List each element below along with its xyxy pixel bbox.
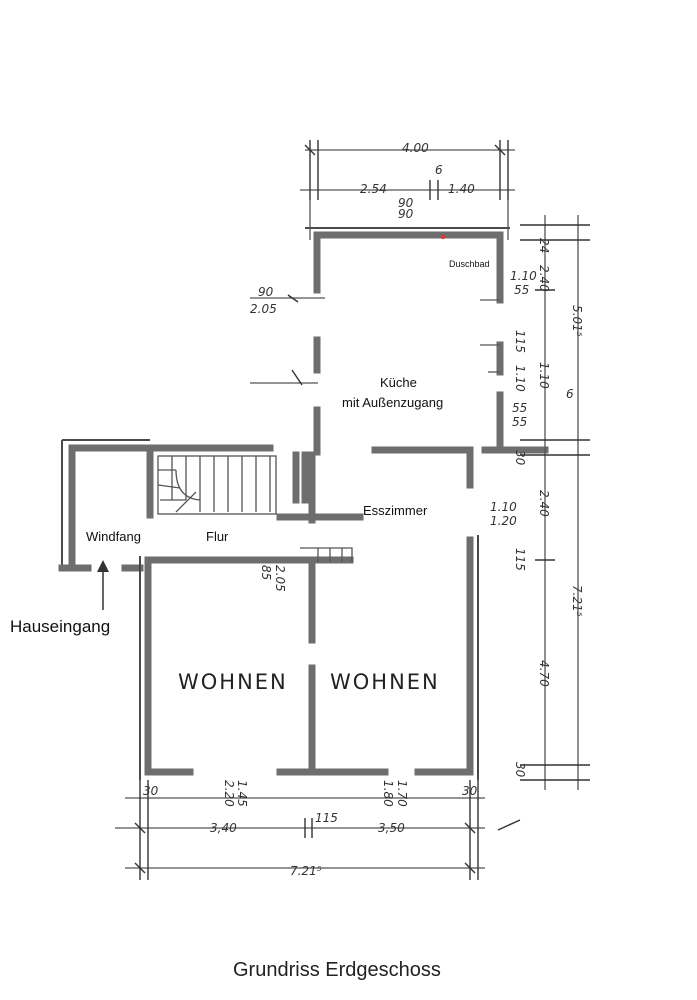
dim-label-30-b: 30 bbox=[513, 762, 527, 778]
door-ticks bbox=[287, 294, 303, 386]
dim-label-top-small-a: 90 bbox=[398, 196, 414, 210]
dim-label-470: 4.70 bbox=[537, 660, 551, 687]
dim-label-top-mid: 6 bbox=[435, 163, 443, 177]
dim-label-110-a: 1.10 bbox=[510, 269, 537, 283]
dim-label-30: 30 bbox=[513, 450, 527, 466]
dim-label-501: 5.01⁵ bbox=[570, 305, 584, 337]
entrance-label: Hauseingang bbox=[10, 617, 110, 636]
dim-label-55-c: 55 bbox=[512, 415, 527, 429]
dim-label-left-90: 90 bbox=[258, 285, 274, 299]
windfang-wall bbox=[68, 444, 274, 569]
stair-wall bbox=[292, 451, 309, 504]
stair-outline bbox=[157, 455, 277, 515]
kitchen-outer-wall bbox=[313, 231, 504, 456]
stair-steps bbox=[157, 456, 271, 513]
dim-label-110-d: 1.10 bbox=[490, 500, 517, 514]
dim-label-bottom-115: 115 bbox=[315, 811, 338, 825]
room-label-esszimmer: Esszimmer bbox=[363, 503, 428, 518]
left-door bbox=[250, 294, 325, 386]
dim-label-bottom-30-left: 30 bbox=[143, 784, 159, 798]
dim-top bbox=[300, 140, 515, 240]
dim-label-top-left: 2.54 bbox=[360, 182, 387, 196]
dim-right-ticks bbox=[520, 224, 590, 781]
dim-labels-bottom: 30 2.20 1.45 3,40 115 1.80 1.70 3,50 30 … bbox=[143, 780, 478, 878]
dim-label-top-right: 1.40 bbox=[448, 182, 475, 196]
dim-label-240-a: 2.40 bbox=[537, 265, 551, 292]
dim-label-bottom-145: 1.45 bbox=[235, 780, 249, 807]
dim-label-110-c: 1.10 bbox=[537, 362, 551, 389]
dim-label-door-205: 2.05 bbox=[273, 565, 287, 592]
dim-label-120: 1.20 bbox=[490, 514, 517, 528]
room-label-flur: Flur bbox=[206, 529, 229, 544]
kitchen-south-wall bbox=[371, 446, 549, 489]
dim-label-bottom-total: 7.21⁵ bbox=[290, 864, 322, 878]
dim-label-bottom-170: 1.70 bbox=[395, 780, 409, 807]
dim-label-bottom-340: 3,40 bbox=[210, 821, 237, 835]
room-label-wohnen-right: WOHNEN bbox=[330, 670, 440, 694]
room-label-wohnen-left: WOHNEN bbox=[178, 670, 288, 694]
dim-label-721-right: 7.21⁵ bbox=[570, 585, 584, 617]
entrance-arrow bbox=[97, 560, 109, 610]
arrow-head-icon bbox=[97, 560, 109, 572]
walls-entry bbox=[58, 439, 274, 572]
dim-label-bottom-220: 2.20 bbox=[222, 780, 236, 807]
dim-label-bottom-180: 1.80 bbox=[381, 780, 395, 807]
dim-label-55-a: 55 bbox=[514, 283, 529, 297]
red-marker bbox=[440, 234, 446, 240]
room-label-kueche: Küche bbox=[380, 375, 417, 390]
living-outer-wall bbox=[144, 536, 474, 776]
room-label-windfang: Windfang bbox=[86, 529, 141, 544]
staircase bbox=[157, 451, 309, 515]
dim-label-24: 24 bbox=[537, 238, 551, 253]
dim-label-240-b: 2.40 bbox=[537, 490, 551, 517]
dim-label-left-205: 2.05 bbox=[250, 302, 277, 316]
flur-door-frame bbox=[300, 547, 353, 562]
dim-label-top-total: 4.00 bbox=[402, 141, 429, 155]
dim-right bbox=[480, 215, 590, 790]
dim-label-6: 6 bbox=[566, 387, 574, 401]
dim-label-top-small-b: 90 bbox=[398, 207, 414, 221]
dim-bottom-ticks bbox=[134, 780, 521, 880]
room-label-duschbad: Duschbad bbox=[449, 259, 490, 269]
dim-label-bottom-350: 3,50 bbox=[378, 821, 405, 835]
dim-label-55-b: 55 bbox=[512, 401, 527, 415]
plan-caption: Grundriss Erdgeschoss bbox=[233, 959, 441, 981]
dim-labels-right: 24 1.10 55 2.40 5.01⁵ 115 1.10 1.10 6 55… bbox=[490, 238, 584, 778]
dim-bottom bbox=[115, 780, 521, 880]
walls-living bbox=[139, 451, 479, 780]
dim-label-bottom-30-right: 30 bbox=[462, 784, 478, 798]
walls-kitchen bbox=[305, 227, 549, 489]
room-label-kueche-sub: mit Außenzugang bbox=[342, 395, 443, 410]
dim-label-110-b: 1.10 bbox=[513, 365, 527, 392]
stair-curve bbox=[175, 469, 201, 501]
dim-top-ticks bbox=[304, 140, 509, 200]
dim-label-115: 115 bbox=[513, 330, 527, 353]
dim-label-115-b: 115 bbox=[513, 548, 527, 571]
dim-label-door-85: 85 bbox=[259, 565, 273, 580]
